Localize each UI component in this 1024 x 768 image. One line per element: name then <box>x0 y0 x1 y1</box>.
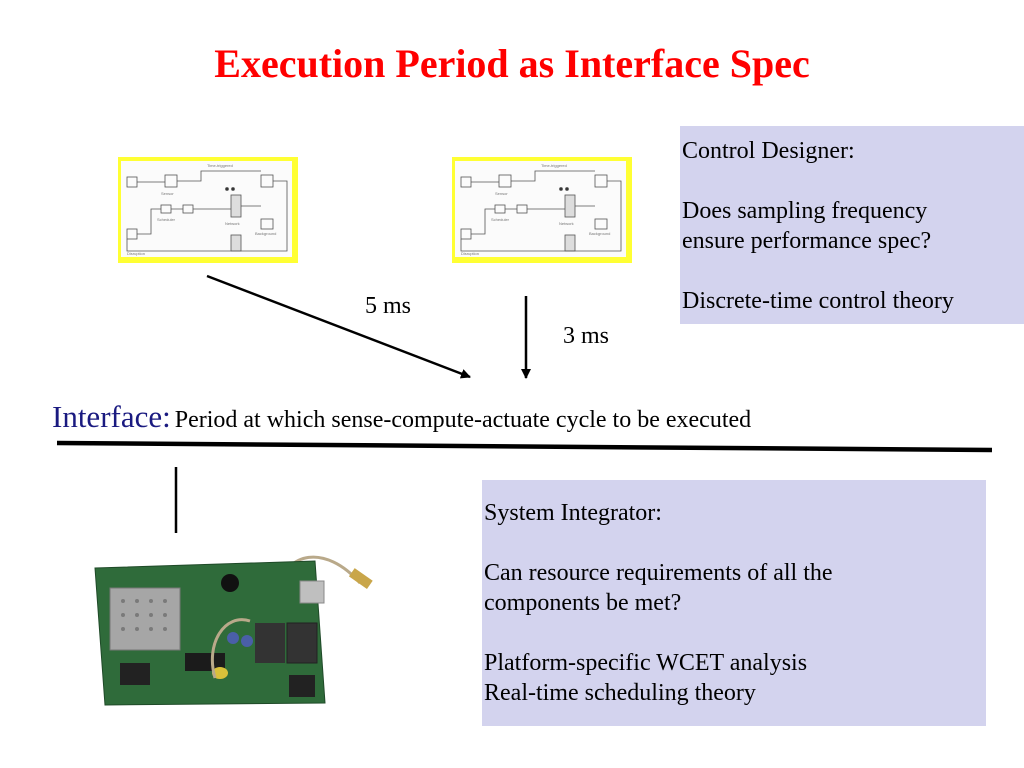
integrator-question-line1: Can resource requirements of all the <box>484 560 833 586</box>
svg-text:Disruption: Disruption <box>461 251 479 256</box>
svg-text:Time-triggered: Time-triggered <box>207 163 233 168</box>
interface-statement: Interface: Period at which sense-compute… <box>52 399 751 435</box>
integrator-heading: System Integrator: <box>484 500 662 526</box>
slide-title: Execution Period as Interface Spec <box>214 41 810 86</box>
svg-text:Sensor: Sensor <box>161 191 174 196</box>
control-diagram-thumbnail-2: Time-triggered Sensor Scheduler Network … <box>452 157 632 263</box>
control-question-line2: ensure performance spec? <box>682 228 932 254</box>
integrator-analysis-2: Real-time scheduling theory <box>484 680 756 706</box>
period-label-5ms: 5 ms <box>365 293 412 319</box>
svg-text:Time-triggered: Time-triggered <box>541 163 567 168</box>
integrator-analysis-1: Platform-specific WCET analysis <box>484 650 808 676</box>
svg-text:Disruption: Disruption <box>127 251 145 256</box>
integrator-question-line2: components be met? <box>484 590 682 616</box>
control-designer-box: Control Designer: Does sampling frequenc… <box>680 126 1024 324</box>
control-question-line1: Does sampling frequency <box>682 198 928 224</box>
control-designer-heading: Control Designer: <box>682 138 855 164</box>
svg-text:Background: Background <box>589 231 610 236</box>
svg-text:Scheduler: Scheduler <box>491 217 510 222</box>
svg-text:Background: Background <box>255 231 276 236</box>
control-theory: Discrete-time control theory <box>682 288 954 314</box>
svg-text:Network: Network <box>559 221 574 226</box>
embedded-board-photo <box>75 533 389 709</box>
period-label-3ms: 3 ms <box>563 323 610 349</box>
control-diagram-thumbnail-1: Time-triggered Sensor Scheduler Network … <box>118 157 298 263</box>
svg-text:Scheduler: Scheduler <box>157 217 176 222</box>
svg-text:Network: Network <box>225 221 240 226</box>
interface-divider <box>56 440 993 453</box>
interface-label: Interface: <box>52 399 171 434</box>
arrow-5ms <box>206 274 471 379</box>
svg-text:Sensor: Sensor <box>495 191 508 196</box>
interface-description: Period at which sense-compute-actuate cy… <box>174 407 752 433</box>
system-integrator-box: System Integrator: Can resource requirem… <box>482 480 986 726</box>
